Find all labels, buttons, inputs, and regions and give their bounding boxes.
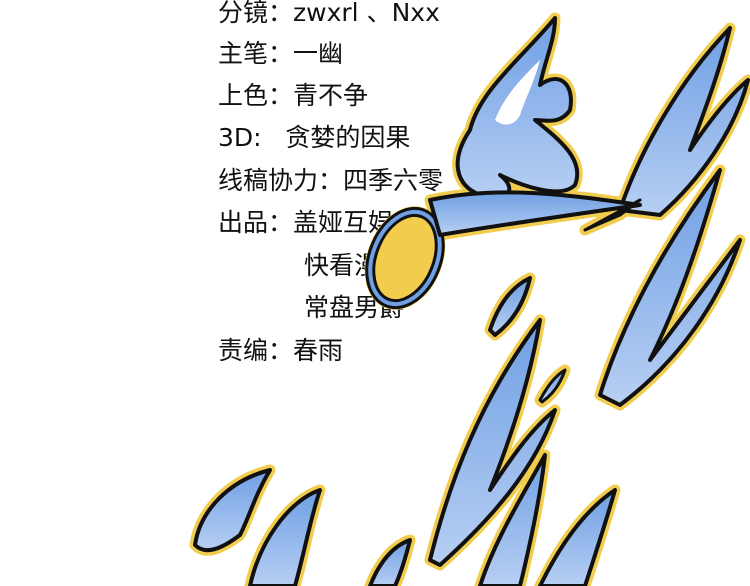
credit-separator: ： [268,336,294,365]
credit-value: 春雨 [293,336,344,365]
credit-separator: ： [268,0,294,27]
flame-shape [478,453,547,586]
credit-separator: ： [268,208,294,237]
ring-shape [368,209,442,307]
credit-label: 出品 [218,208,269,237]
credit-separator: ： [318,166,344,195]
credit-label: 上色 [218,81,269,110]
credit-label: 线稿协力 [218,166,319,195]
credit-value: 四季六零 [343,166,444,195]
credit-label: 主笔 [218,39,269,68]
flame-shape [618,26,750,217]
credit-label: 分镜 [218,0,269,27]
flame-shape [193,468,272,553]
credit-row-3d: 3D: 贪婪的因果 [218,123,410,153]
credit-label: 责编 [218,336,269,365]
flame-shape [495,60,540,125]
credit-row-coloring: 上色：青不争 [218,81,368,111]
flame-shape [248,488,322,586]
flame-shape [598,168,742,407]
flame-shape [538,488,617,586]
credit-value: zwxrl 、Nxx [293,0,440,27]
credit-label: 3D [218,123,254,152]
credit-separator: : [253,123,286,152]
credit-row-publisher: 出品：盖娅互娱 [218,208,393,238]
credit-row-lead-artist: 主笔：一幽 [218,39,343,69]
credit-value: 青不争 [293,81,369,110]
flame-shape [428,190,642,237]
credit-row-line-assist: 线稿协力：四季六零 [218,166,443,196]
credit-row-storyboard: 分镜：zwxrl 、Nxx [218,0,440,28]
flame-shape [428,318,557,567]
flame-shape [488,276,532,337]
flame-shape [368,538,412,586]
flame-shape [538,368,567,404]
credit-value: 一幽 [293,39,344,68]
credit-value: 贪婪的因果 [285,123,411,152]
credit-row-editor: 责编：春雨 [218,336,343,366]
credit-separator: ： [268,39,294,68]
credit-separator: ： [268,81,294,110]
